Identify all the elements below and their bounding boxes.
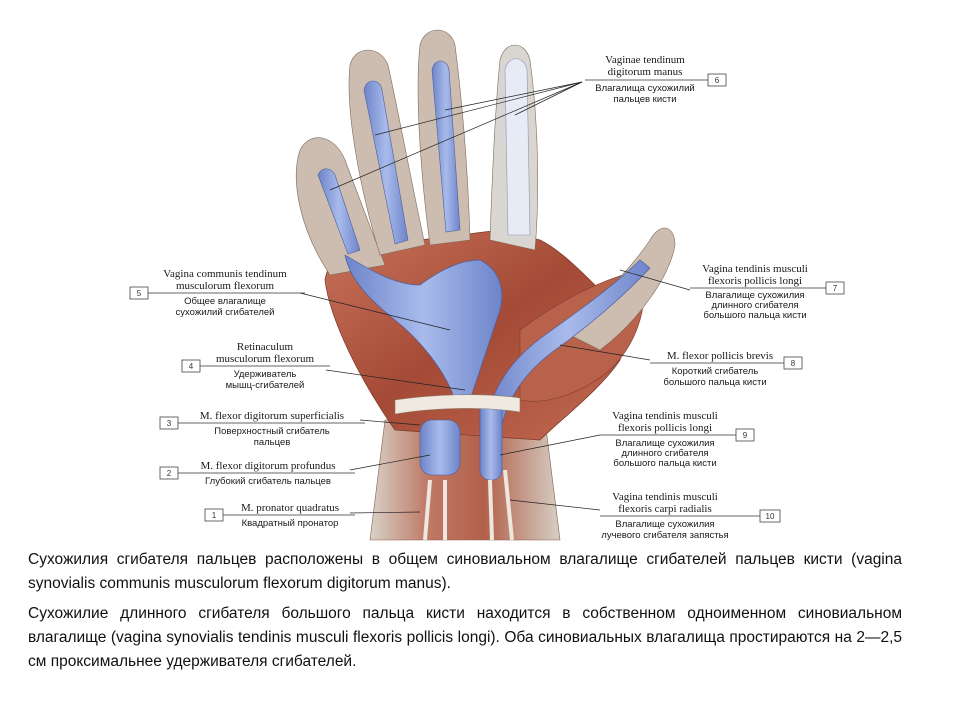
label-10: Vagina tendinis musculi flexoris carpi r… [600, 491, 781, 541]
label-5-ru-1: Общее влагалище [184, 296, 266, 307]
sheath-middle [431, 60, 461, 233]
label-4-number: 4 [189, 362, 194, 371]
hand-anatomy-illustration: Vaginae tendinum digitorum manus 6 Влага… [129, 29, 845, 541]
leader-lines [299, 81, 691, 514]
label-9-number: 9 [743, 431, 748, 440]
label-8: M. flexor pollicis brevis 8 Короткий сги… [650, 350, 803, 388]
forearm-tendons [423, 469, 514, 541]
label-1-ru-1: Квадратный пронатор [242, 518, 339, 529]
label-3-number: 3 [167, 419, 172, 428]
label-3: M. flexor digitorum superficialis 3 Пове… [159, 410, 365, 448]
label-7: Vagina tendinis musculi flexoris pollici… [690, 263, 845, 321]
flexor-retinaculum [394, 394, 521, 415]
label-4-ru-2: мышц-сгибателей [226, 380, 305, 391]
label-8-ru-1: Короткий сгибатель [672, 366, 759, 377]
wrist-sheath-left [419, 419, 461, 476]
label-10-latin-2: flexoris carpi radialis [618, 503, 711, 515]
label-5-ru-2: сухожилий сгибателей [176, 307, 275, 318]
caption-paragraph-2: Сухожилие длинного сгибателя большого па… [28, 605, 902, 670]
label-6-latin-2: digitorum manus [608, 66, 683, 78]
label-7-latin-2: flexoris pollicis longi [708, 275, 802, 287]
label-2-ru-1: Глубокий сгибатель пальцев [205, 476, 331, 487]
label-6-ru-1: Влагалища сухожилий [595, 83, 694, 94]
label-9-latin-1: Vagina tendinis musculi [612, 410, 718, 422]
label-3-ru-1: Поверхностный сгибатель [214, 426, 329, 437]
label-1-number: 1 [212, 511, 217, 520]
label-6: Vaginae tendinum digitorum manus 6 Влага… [585, 54, 727, 105]
label-1-latin-1: M. pronator quadratus [241, 502, 339, 514]
label-9-ru-1: Влагалище сухожилия [615, 438, 714, 449]
label-10-ru-1: Влагалище сухожилия [615, 519, 714, 530]
wrist-sheath-right [479, 399, 503, 481]
label-9-ru-3: большого пальца кисти [613, 458, 716, 469]
label-7-ru-2: длинного сгибателя [711, 300, 798, 311]
label-5-latin-1: Vagina communis tendinum [163, 268, 287, 280]
label-5: Vagina communis tendinum musculorum flex… [129, 268, 305, 318]
hand-drawing [295, 29, 676, 541]
label-7-ru-3: большого пальца кисти [703, 310, 806, 321]
label-10-latin-1: Vagina tendinis musculi [612, 491, 718, 503]
label-6-ru-2: пальцев кисти [613, 94, 676, 105]
label-3-ru-2: пальцев [254, 437, 291, 448]
sheath-little [317, 168, 361, 255]
label-10-number: 10 [766, 512, 775, 521]
sheath-index [504, 58, 531, 236]
label-4: Retinaculum musculorum flexorum 4 Удержи… [181, 341, 330, 391]
label-4-latin-2: musculorum flexorum [216, 353, 315, 365]
fpl-sheath [484, 259, 651, 436]
label-5-number: 5 [137, 289, 142, 298]
label-4-ru-1: Удерживатель [234, 369, 297, 380]
label-10-ru-2: лучевого сгибателя запястья [601, 530, 728, 541]
caption: Сухожилия сгибателя пальцев расположены … [28, 548, 902, 680]
label-7-number: 7 [833, 284, 838, 293]
label-6-latin-1: Vaginae tendinum [605, 54, 685, 66]
sheath-ring [363, 80, 409, 245]
label-8-number: 8 [791, 359, 796, 368]
label-6-number: 6 [715, 76, 720, 85]
label-1: M. pronator quadratus 1 Квадратный прона… [204, 502, 355, 529]
label-4-latin-1: Retinaculum [237, 341, 294, 353]
label-9-latin-2: flexoris pollicis longi [618, 422, 712, 434]
caption-paragraph-1: Сухожилия сгибателя пальцев расположены … [28, 551, 902, 592]
label-9: Vagina tendinis musculi flexoris pollici… [600, 410, 755, 469]
label-9-ru-2: длинного сгибателя [621, 448, 708, 459]
label-2-latin-1: M. flexor digitorum profundus [200, 460, 335, 472]
label-8-latin-1: M. flexor pollicis brevis [667, 350, 773, 362]
common-flexor-sheath [344, 254, 503, 401]
label-2-number: 2 [167, 469, 172, 478]
label-8-ru-2: большого пальца кисти [663, 377, 766, 388]
label-7-ru-1: Влагалище сухожилия [705, 290, 804, 301]
label-3-latin-1: M. flexor digitorum superficialis [200, 410, 344, 422]
label-2: M. flexor digitorum profundus 2 Глубокий… [159, 460, 355, 487]
label-5-latin-2: musculorum flexorum [176, 280, 275, 292]
label-7-latin-1: Vagina tendinis musculi [702, 263, 808, 275]
